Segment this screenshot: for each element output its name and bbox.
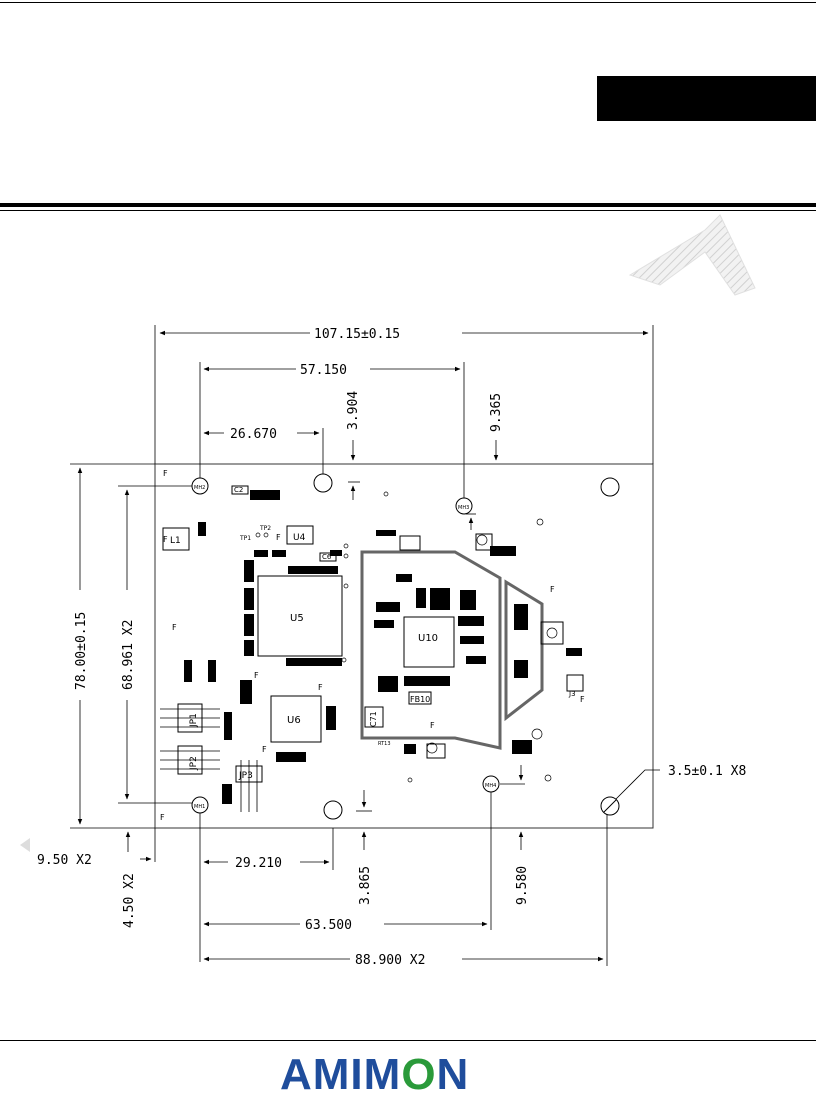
label-c6: C6 (322, 553, 332, 561)
footer-rule (0, 1040, 816, 1041)
dim-26: 26.670 (230, 427, 277, 442)
label-u4: U4 (293, 533, 306, 543)
label-f-3: F (172, 623, 177, 632)
label-f-6: F (434, 593, 439, 602)
amimon-logo: AMIMON (280, 1052, 550, 1098)
dim-950: 9.50 X2 (37, 853, 92, 868)
label-f-1: F (163, 469, 168, 478)
dim-9365: 9.365 (489, 393, 504, 432)
label-f-10: F (262, 745, 267, 754)
dim-29: 29.210 (235, 856, 282, 871)
label-f-12: F (254, 671, 259, 680)
label-f-8: F (550, 585, 555, 594)
label-f-9: F (580, 695, 585, 704)
mounting-holes (192, 474, 619, 819)
dim-450: 4.50 X2 (122, 873, 137, 928)
label-u5: U5 (290, 613, 304, 624)
label-jp3: JP3 (238, 771, 253, 781)
dim-3904: 3.904 (346, 391, 361, 430)
label-c2: C2 (234, 486, 243, 494)
label-fb10: FB10 (410, 695, 430, 704)
label-f-2: F (163, 535, 168, 544)
dim-9580: 9.580 (515, 866, 530, 905)
dim-63: 63.500 (305, 918, 352, 933)
label-f-7: F (430, 721, 435, 730)
label-tp2: TP2 (259, 525, 271, 532)
label-mh4: MH4 (485, 783, 496, 789)
label-j3: J3 (568, 690, 576, 698)
rf-shield-right (506, 582, 542, 718)
label-rt13: RT13 (378, 741, 391, 747)
dim-57: 57.150 (300, 363, 347, 378)
label-l1: L1 (170, 536, 181, 546)
dim-board-height: 78.00±0.15 (74, 612, 89, 690)
label-f-11: F (318, 683, 323, 692)
label-c71: C71 (369, 711, 378, 727)
label-mh1: MH1 (194, 804, 205, 810)
dim-88: 88.900 X2 (355, 953, 425, 968)
dimension-lines (80, 333, 660, 959)
label-f-5: F (276, 533, 281, 542)
dim-3865: 3.865 (358, 866, 373, 905)
mounting-hole-top-right (601, 478, 619, 496)
label-u6: U6 (287, 715, 301, 726)
label-jp2: JP2 (189, 756, 199, 771)
dim-68: 68.961 X2 (121, 620, 136, 690)
label-f-4: F (160, 813, 165, 822)
logo-text-blue: AMIM (280, 1050, 401, 1099)
dim-hole: 3.5±0.1 X8 (668, 764, 746, 779)
label-mh2: MH2 (194, 485, 205, 491)
label-jp1: JP1 (189, 713, 199, 728)
dim-board-width: 107.15±0.15 (314, 327, 400, 342)
logo-text-n: N (437, 1050, 470, 1099)
mounting-hole-bottom (324, 801, 342, 819)
jumper-pins (160, 709, 257, 812)
mounting-hole-top (314, 474, 332, 492)
label-mh3: MH3 (458, 505, 469, 511)
logo-letter-o-green: O (401, 1050, 436, 1099)
label-tp1: TP1 (239, 535, 251, 542)
label-u10: U10 (418, 633, 438, 644)
